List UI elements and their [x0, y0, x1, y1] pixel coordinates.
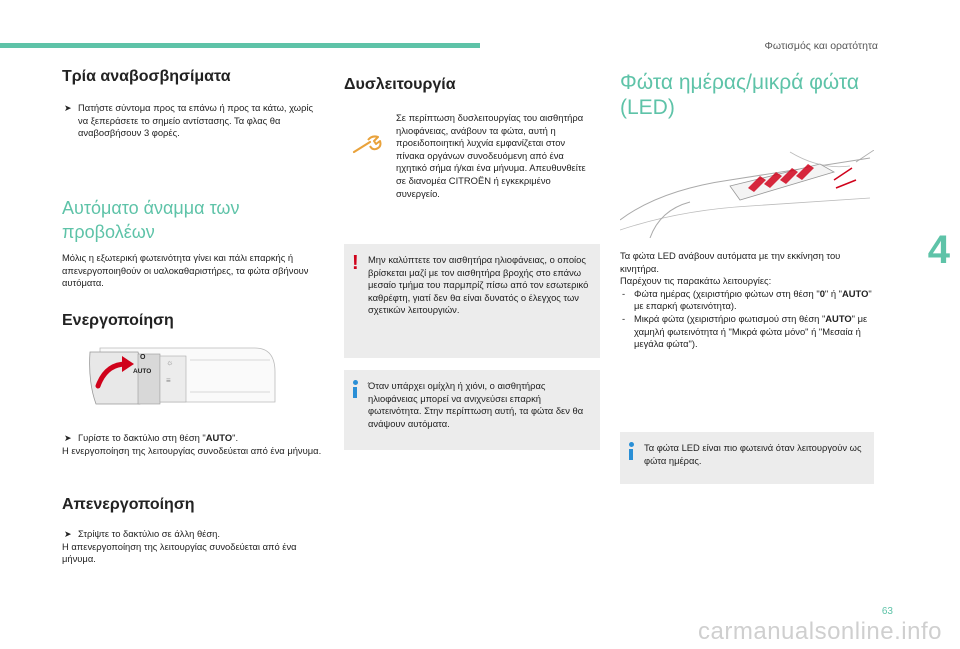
dash-marker: -	[622, 312, 626, 324]
list-intro: Παρέχουν τις παρακάτω λειτουργίες:	[620, 275, 772, 287]
running-title: Φωτισμός και ορατότητα	[764, 40, 878, 52]
info-icon	[628, 442, 634, 460]
section-title: Αυτόματο άναμμα των προβολέων	[62, 198, 240, 242]
warning-icon: !	[352, 252, 359, 274]
list-item: - Φώτα ημέρας (χειριστήριο φώτων στη θέσ…	[620, 288, 874, 313]
section-title: Απενεργοποίηση	[62, 496, 195, 513]
arrow-icon: ➤	[64, 433, 72, 443]
auto-keyword: AUTO	[205, 432, 233, 443]
light-stalk-illustration: O AUTO ☼ ≡	[80, 342, 280, 414]
bullet-item: ➤ Πατήστε σύντομα προς τα επάνω ή προς τ…	[62, 102, 324, 140]
activation-instructions: ➤ Γυρίστε το δακτύλιο στη θέση "AUTO". Η…	[62, 432, 324, 457]
lights-symbol-icon: ☼	[166, 358, 174, 367]
wrench-icon	[352, 134, 386, 161]
list-item: - Μικρά φώτα (χειριστήριο φωτισμού στη θ…	[620, 313, 874, 351]
arrow-icon: ➤	[64, 529, 72, 539]
header-accent-bar	[0, 43, 480, 48]
bullet-text: Στρίψτε το δακτύλιο σε άλλη θέση.	[78, 528, 220, 539]
bullet-item: ➤ Γυρίστε το δακτύλιο στη θέση "AUTO".	[62, 432, 324, 445]
section-malfunction: Δυσλειτουργία	[344, 76, 600, 94]
malfunction-text: Σε περίπτωση δυσλειτουργίας του αισθητήρ…	[396, 112, 586, 199]
auto-keyword: AUTO	[842, 287, 869, 299]
beam-symbol-icon: ≡	[166, 376, 171, 385]
info-box: Τα φώτα LED είναι πιο φωτεινά όταν λειτο…	[620, 432, 874, 484]
section-text: Η απενεργοποίηση της λειτουργίας συνοδεύ…	[62, 540, 297, 565]
section-deactivation: Απενεργοποίηση ➤ Στρίψτε το δακτύλιο σε …	[62, 496, 324, 566]
bullet-text: Γυρίστε το δακτύλιο στη θέση "	[78, 432, 206, 443]
item-text: Μικρά φώτα (χειριστήριο φωτισμού στη θέσ…	[634, 312, 826, 324]
malfunction-block: Σε περίπτωση δυσλειτουργίας του αισθητήρ…	[344, 112, 600, 224]
section-title: Δυσλειτουργία	[344, 76, 456, 93]
page-number: 63	[881, 606, 893, 617]
section-title: Ενεργοποίηση	[62, 312, 174, 329]
watermark: carmanualsonline.info	[698, 618, 942, 645]
intro-text: Τα φώτα LED ανάβουν αυτόματα με την εκκί…	[620, 250, 841, 274]
section-three-flashes: Τρία αναβοσβησίματα ➤ Πατήστε σύντομα πρ…	[62, 68, 324, 140]
position-0-keyword: 0	[819, 287, 825, 299]
info-box: Όταν υπάρχει ομίχλη ή χιόνι, ο αισθητήρα…	[344, 370, 600, 450]
item-text: Φώτα ημέρας (χειριστήριο φώτων στη θέση …	[634, 287, 820, 299]
warning-text: Μην καλύπτετε τον αισθητήρα ηλιοφάνειας,…	[368, 254, 589, 316]
item-text-end: " με επαρκή φωτεινότητα).	[634, 287, 872, 312]
dash-marker: -	[622, 287, 626, 299]
bullet-item: ➤ Στρίψτε το δακτύλιο σε άλλη θέση.	[62, 528, 324, 541]
bullet-text-end: ".	[232, 432, 239, 443]
position-auto-label: AUTO	[133, 368, 152, 375]
info-text: Όταν υπάρχει ομίχλη ή χιόνι, ο αισθητήρα…	[368, 380, 584, 429]
item-text-end: " με χαμηλή φωτεινότητα ή "Μικρά φώτα μό…	[634, 312, 868, 350]
daytime-lights-text: Τα φώτα LED ανάβουν αυτόματα με την εκκί…	[620, 250, 874, 351]
section-activation: Ενεργοποίηση	[62, 312, 324, 330]
section-title: Τρία αναβοσβησίματα	[62, 68, 231, 85]
section-text: Μόλις η εξωτερική φωτεινότητα γίνει και …	[62, 252, 309, 289]
info-icon	[352, 380, 358, 398]
section-auto-headlights: Αυτόματο άναμμα των προβολέων Μόλις η εξ…	[62, 196, 324, 290]
item-text-mid: " ή "	[824, 287, 842, 299]
position-o-label: O	[140, 354, 146, 361]
auto-keyword: AUTO	[825, 312, 852, 324]
led-lights-illustration	[619, 149, 875, 239]
section-daytime-lights: Φώτα ημέρας/μικρά φώτα (LED)	[620, 70, 874, 120]
arrow-icon: ➤	[64, 103, 72, 113]
bullet-text: Πατήστε σύντομα προς τα επάνω ή προς τα …	[78, 102, 314, 139]
warning-box: ! Μην καλύπτετε τον αισθητήρα ηλιοφάνεια…	[344, 244, 600, 358]
section-title: Φώτα ημέρας/μικρά φώτα (LED)	[620, 71, 860, 119]
section-text: Η ενεργοποίηση της λειτουργίας συνοδεύετ…	[62, 444, 322, 456]
chapter-number: 4	[927, 228, 950, 272]
info-text: Τα φώτα LED είναι πιο φωτεινά όταν λειτο…	[644, 442, 862, 466]
